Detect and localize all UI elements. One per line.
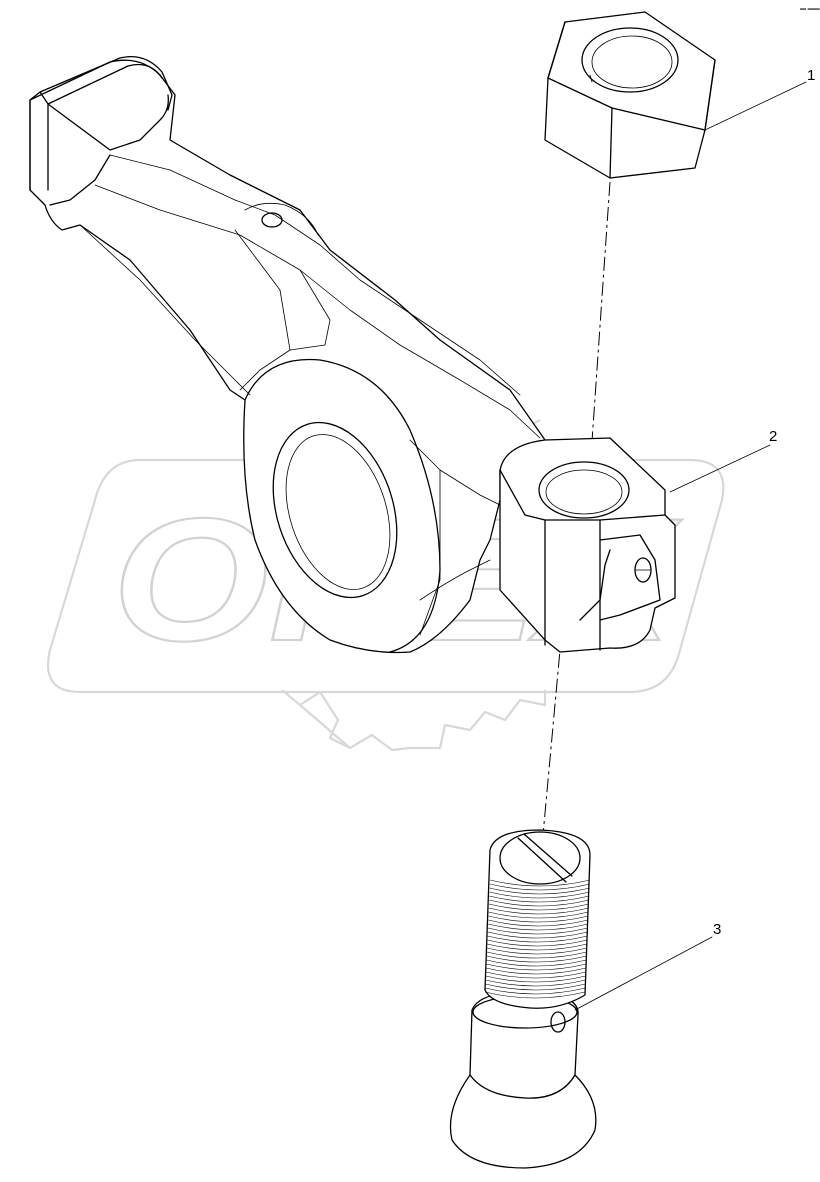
callout-1: 1 <box>704 67 815 131</box>
thread-line <box>487 927 588 935</box>
thread-line <box>489 895 590 903</box>
callout-2: 2 <box>669 428 777 493</box>
screw-oil-hole <box>550 1011 566 1033</box>
thread-line <box>489 879 591 887</box>
thread-line <box>485 971 586 979</box>
thread-line <box>487 943 588 951</box>
thread-line <box>489 891 590 899</box>
thread-line <box>485 979 586 987</box>
thread-line <box>489 887 590 895</box>
hex-nut-icon <box>544 11 716 179</box>
callout-number: 2 <box>769 428 777 445</box>
thread-line <box>486 951 587 959</box>
rocker-boss <box>244 358 441 653</box>
thread-line <box>485 987 586 995</box>
watermark-frame <box>46 458 725 694</box>
thread-line <box>487 923 589 931</box>
thread-line <box>486 955 587 963</box>
thread-line <box>488 919 589 927</box>
thread-line <box>486 947 588 955</box>
corner-mark: ▬ ▬▬ <box>800 6 820 12</box>
callout-3: 3 <box>574 921 721 1011</box>
thread-line <box>488 907 589 915</box>
screw-slot <box>517 833 573 883</box>
nut-bore <box>581 27 679 93</box>
thread-line <box>487 935 588 943</box>
thread-line <box>488 903 589 911</box>
thread-line <box>487 939 588 947</box>
callout-number: 1 <box>807 67 815 84</box>
thread-line <box>486 963 587 971</box>
thread-line <box>486 967 587 975</box>
watermark-gear-outline <box>281 689 547 752</box>
thread-line <box>486 959 587 967</box>
rocker-screw-hole <box>538 461 630 519</box>
thread-line <box>489 883 590 891</box>
thread-line <box>488 915 589 923</box>
thread-line <box>484 991 586 999</box>
screw-foot <box>449 1074 597 1169</box>
thread-line <box>487 931 588 939</box>
thread-line <box>485 975 586 983</box>
oil-hole <box>261 212 283 228</box>
rocker-arm-icon <box>29 55 676 654</box>
thread-line <box>489 899 590 907</box>
adjusting-screw-icon <box>449 829 597 1169</box>
thread-line <box>488 911 589 919</box>
rocker-arm-body <box>29 59 546 654</box>
callout-number: 3 <box>713 921 721 938</box>
screw-thread-lines <box>484 879 591 999</box>
thread-line <box>485 983 586 991</box>
